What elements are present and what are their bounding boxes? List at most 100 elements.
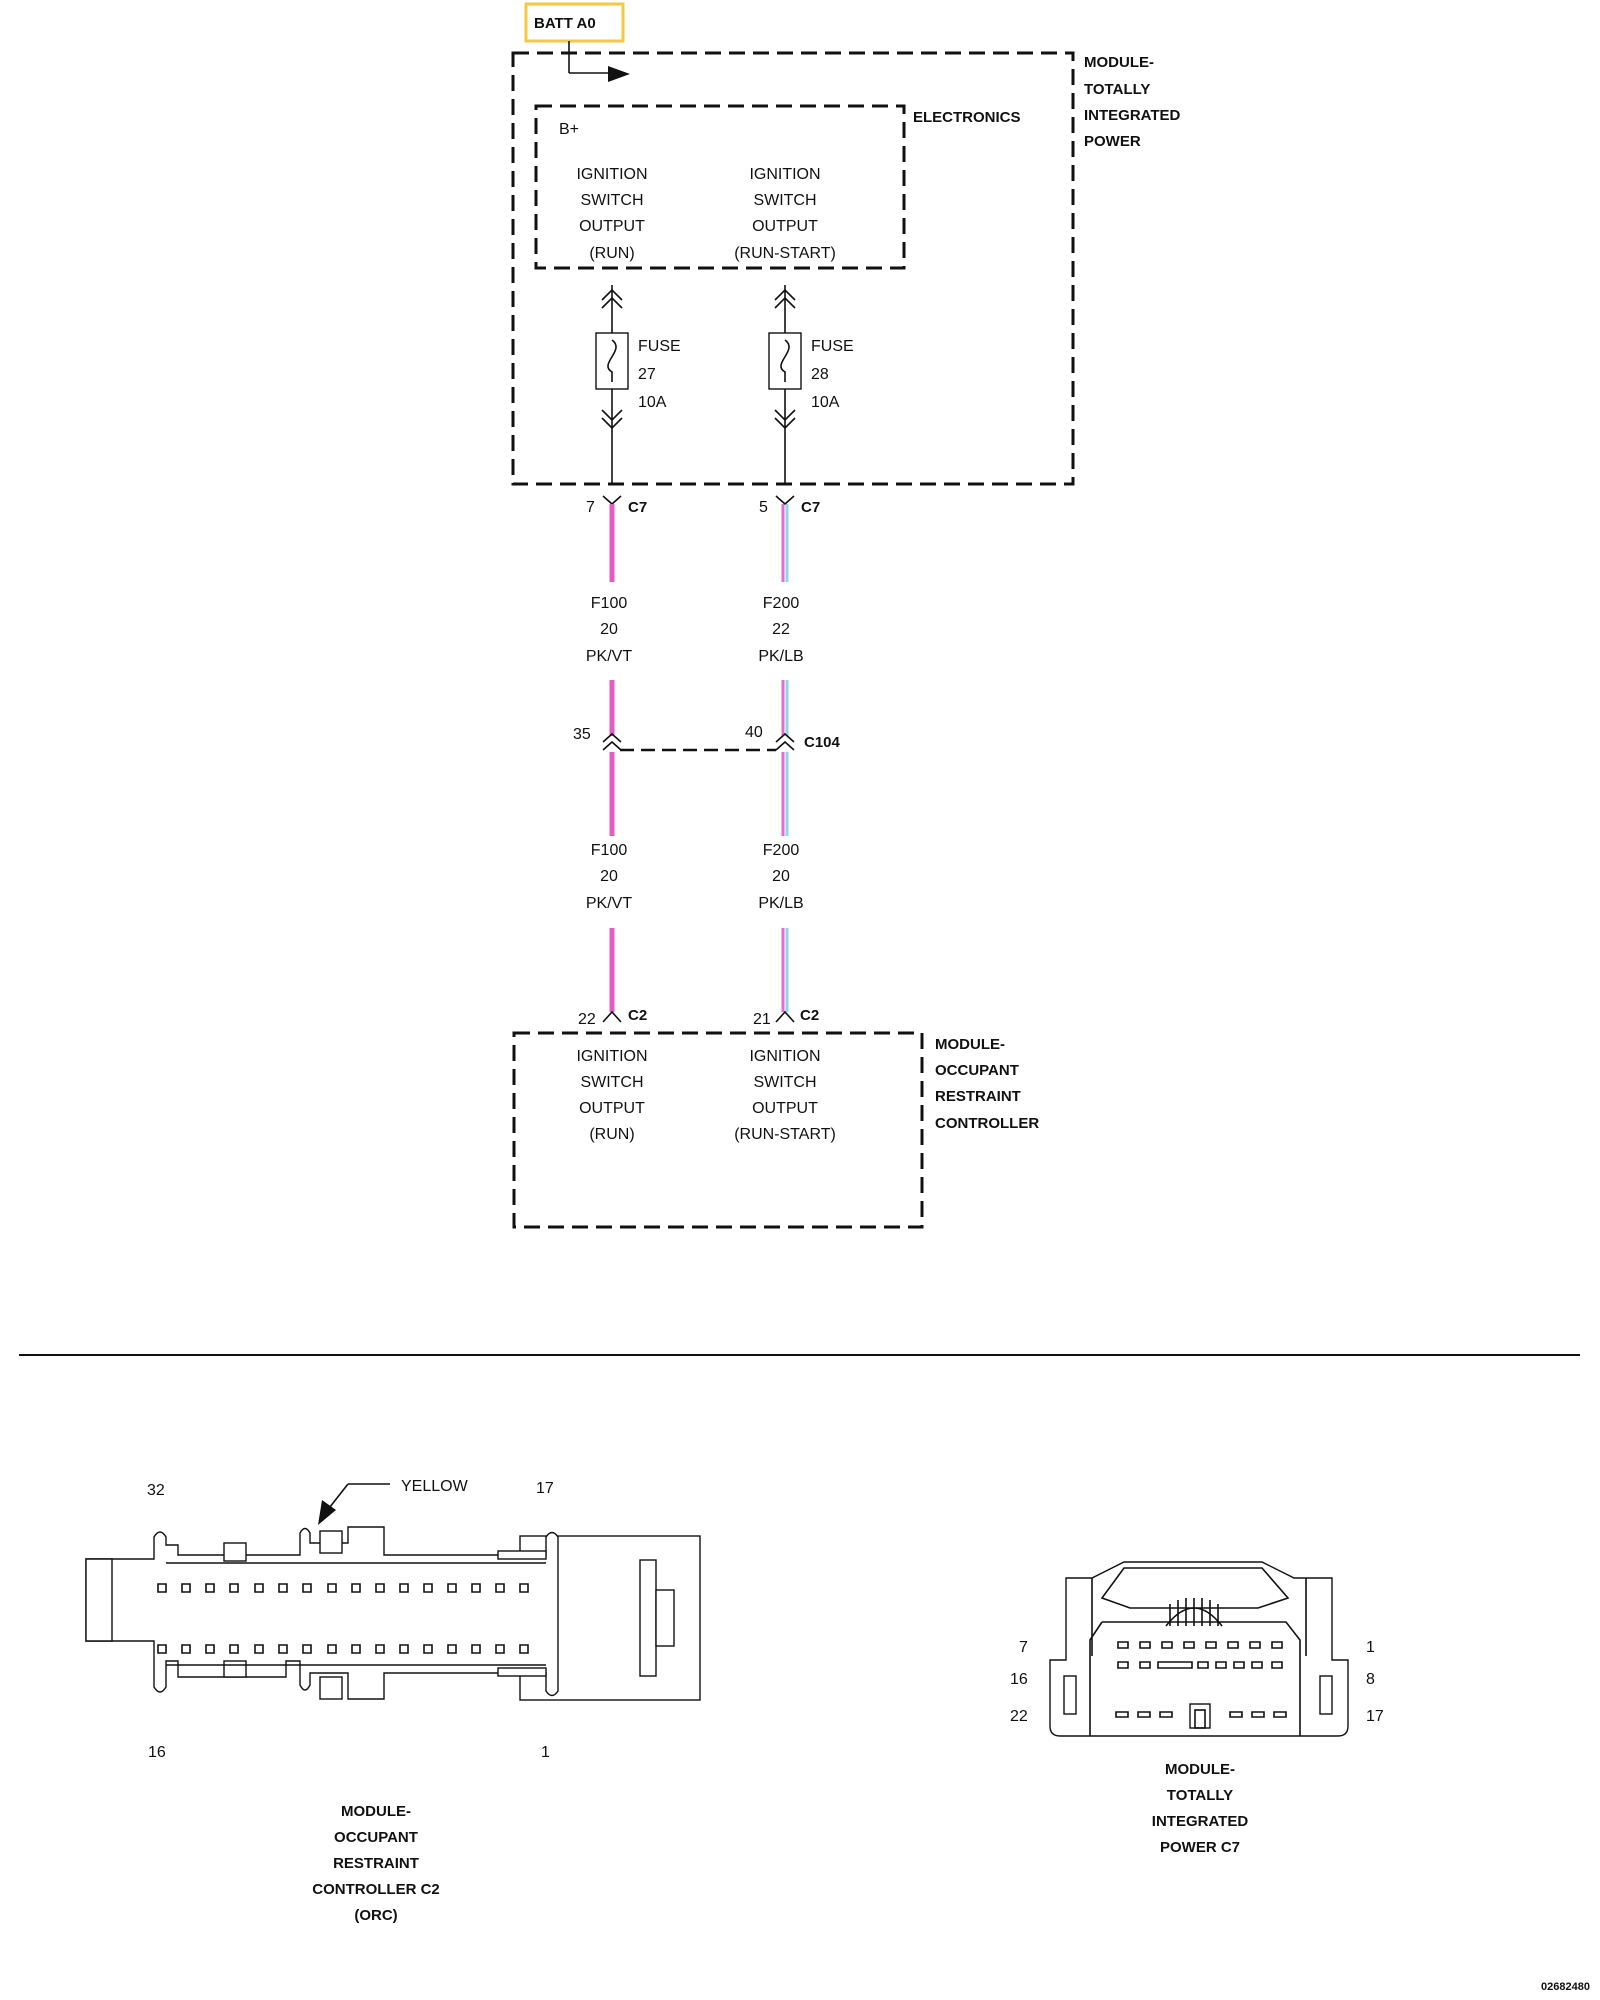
orc-caption-line-1: MODULE- bbox=[341, 1803, 411, 1820]
c7-pin-a: 7 bbox=[586, 499, 595, 516]
wire-f100-lower-line-1: F100 bbox=[591, 842, 628, 859]
orc-caption-line-3: RESTRAINT bbox=[333, 1855, 419, 1872]
feed-arrow-icon bbox=[608, 66, 630, 82]
tipm-name-line-2: TOTALLY bbox=[1084, 81, 1150, 98]
tipm-name-line-3: INTEGRATED bbox=[1084, 107, 1181, 124]
orc-name-line-2: OCCUPANT bbox=[935, 1062, 1019, 1079]
fuse-28: FUSE 28 10A bbox=[768, 285, 854, 484]
input-runstart-line-4: (RUN-START) bbox=[734, 1126, 836, 1143]
c2-pin-b: 21 bbox=[753, 1011, 771, 1028]
orc-pin-1: 1 bbox=[541, 1744, 550, 1761]
c2-label-a: C2 bbox=[628, 1007, 647, 1024]
wire-f100-upper-line-3: PK/VT bbox=[586, 648, 632, 665]
b-plus-label: B+ bbox=[559, 121, 579, 138]
tipm-pin-16: 16 bbox=[1010, 1671, 1028, 1688]
tipm-name-line-1: MODULE- bbox=[1084, 54, 1154, 71]
callout-arrow-icon bbox=[318, 1500, 336, 1525]
connector-pin-icon bbox=[602, 1010, 622, 1023]
output-runstart-line-3: OUTPUT bbox=[752, 218, 818, 235]
wire-f100-upper-line-1: F100 bbox=[591, 595, 628, 612]
input-runstart-line-1: IGNITION bbox=[749, 1048, 820, 1065]
orc-caption-line-5: (ORC) bbox=[354, 1907, 397, 1924]
connector-pin-icon bbox=[602, 495, 622, 506]
c104-connector: 35 40 C104 bbox=[573, 724, 841, 752]
tipm-caption-line-2: TOTALLY bbox=[1167, 1787, 1233, 1804]
latch-ribs bbox=[1169, 1598, 1219, 1626]
tipm-pin-7: 7 bbox=[1019, 1639, 1028, 1656]
c7-label-b: C7 bbox=[801, 499, 820, 516]
c104-pin-a: 35 bbox=[573, 726, 591, 743]
connector-pin-icon bbox=[775, 495, 795, 506]
electronics-block bbox=[534, 104, 906, 270]
orc-name-line-1: MODULE- bbox=[935, 1036, 1005, 1053]
tipm-boundary bbox=[511, 51, 1075, 486]
yellow-callout: YELLOW bbox=[401, 1478, 469, 1495]
c2-pin-a: 22 bbox=[578, 1011, 596, 1028]
tipm-pin-8: 8 bbox=[1366, 1671, 1375, 1688]
battery-label-box bbox=[524, 2, 625, 43]
output-run-line-1: IGNITION bbox=[576, 166, 647, 183]
connector-pin-icon bbox=[602, 740, 622, 751]
c104-pin-b: 40 bbox=[745, 724, 763, 741]
fuse-27: FUSE 27 10A bbox=[595, 285, 681, 484]
tipm-caption-line-3: INTEGRATED bbox=[1152, 1813, 1249, 1830]
connector-pin-icon bbox=[775, 732, 795, 743]
output-runstart-line-2: SWITCH bbox=[753, 192, 816, 209]
wire-f200-upper-line-2: 22 bbox=[772, 621, 790, 638]
wire-f200-upper-line-1: F200 bbox=[763, 595, 800, 612]
tipm-name-line-4: POWER bbox=[1084, 133, 1141, 150]
input-runstart-line-2: SWITCH bbox=[753, 1074, 816, 1091]
orc-c2-connector-view: 32 17 16 1 YELLOW MODULE- OCCUPANT RESTR… bbox=[85, 1478, 701, 1924]
connector-pin-icon bbox=[775, 740, 795, 751]
orc-boundary bbox=[512, 1031, 924, 1229]
connector-pin-icon bbox=[602, 732, 622, 743]
wire-f100-upper-line-2: 20 bbox=[600, 621, 618, 638]
wire-f200-upper-line-3: PK/LB bbox=[758, 648, 803, 665]
output-run-line-3: OUTPUT bbox=[579, 218, 645, 235]
orc-name-line-3: RESTRAINT bbox=[935, 1088, 1021, 1105]
tipm-caption-line-1: MODULE- bbox=[1165, 1761, 1235, 1778]
orc-pin-17: 17 bbox=[536, 1480, 554, 1497]
orc-name-line-4: CONTROLLER bbox=[935, 1115, 1039, 1132]
tipm-caption-line-4: POWER C7 bbox=[1160, 1839, 1240, 1856]
wire-f200-lower-line-1: F200 bbox=[763, 842, 800, 859]
connector-pin-icon bbox=[775, 1010, 795, 1023]
orc-pin-32: 32 bbox=[147, 1482, 165, 1499]
c2-label-b: C2 bbox=[800, 1007, 819, 1024]
battery-source: BATT A0 bbox=[524, 2, 630, 82]
fuse-27-line-1: FUSE bbox=[638, 338, 681, 355]
c2-connector: 22 C2 21 C2 bbox=[578, 1007, 819, 1028]
wire-f100-lower-line-3: PK/VT bbox=[586, 895, 632, 912]
output-runstart-line-1: IGNITION bbox=[749, 166, 820, 183]
fuse-28-line-3: 10A bbox=[811, 394, 840, 411]
orc-cavity-rows bbox=[157, 1583, 529, 1654]
output-runstart-line-4: (RUN-START) bbox=[734, 245, 836, 262]
tipm-pin-17: 17 bbox=[1366, 1708, 1384, 1725]
input-run-line-1: IGNITION bbox=[576, 1048, 647, 1065]
figure-id: 02682480 bbox=[1541, 1981, 1590, 1993]
input-runstart-line-3: OUTPUT bbox=[752, 1100, 818, 1117]
tipm-module: MODULE- TOTALLY INTEGRATED POWER ELECTRO… bbox=[511, 51, 1181, 486]
c7-connector: 7 C7 5 C7 bbox=[586, 495, 820, 516]
tipm-pin-1: 1 bbox=[1366, 1639, 1375, 1656]
orc-module: MODULE- OCCUPANT RESTRAINT CONTROLLER IG… bbox=[512, 1031, 1039, 1229]
fuse-28-line-2: 28 bbox=[811, 366, 829, 383]
tipm-cavity-rows bbox=[1115, 1641, 1287, 1729]
key-slot-icon bbox=[1189, 1703, 1211, 1729]
orc-caption-line-4: CONTROLLER C2 bbox=[312, 1881, 440, 1898]
c104-label: C104 bbox=[804, 734, 841, 751]
output-run-line-4: (RUN) bbox=[589, 245, 634, 262]
input-run-line-2: SWITCH bbox=[580, 1074, 643, 1091]
output-run-line-2: SWITCH bbox=[580, 192, 643, 209]
fuse-27-line-3: 10A bbox=[638, 394, 667, 411]
fuse-28-line-1: FUSE bbox=[811, 338, 854, 355]
battery-label: BATT A0 bbox=[534, 15, 596, 32]
c7-label-a: C7 bbox=[628, 499, 647, 516]
input-run-line-3: OUTPUT bbox=[579, 1100, 645, 1117]
wire-f200-lower-line-2: 20 bbox=[772, 868, 790, 885]
orc-pin-16: 16 bbox=[148, 1744, 166, 1761]
tipm-c7-connector-view: 7 16 22 1 8 17 MODULE- TOTALLY INTEGRATE… bbox=[1010, 1561, 1384, 1856]
tipm-pin-22: 22 bbox=[1010, 1708, 1028, 1725]
wire-f200 bbox=[781, 504, 789, 1012]
input-run-line-4: (RUN) bbox=[589, 1126, 634, 1143]
